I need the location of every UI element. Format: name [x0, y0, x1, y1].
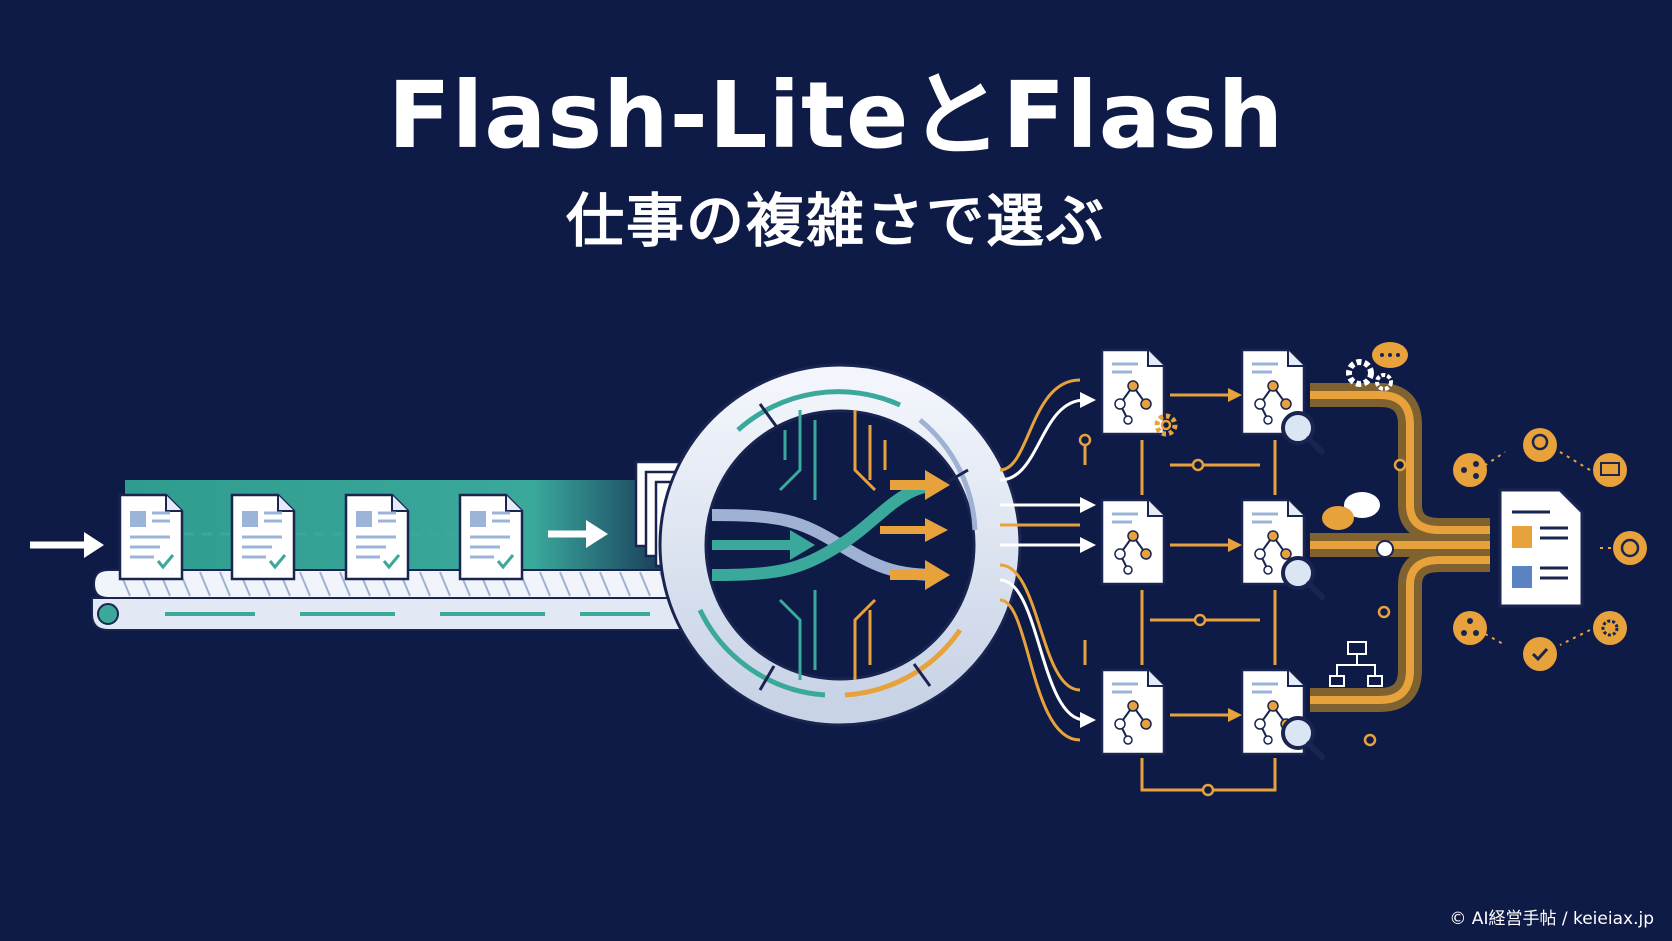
final-report-icon	[1498, 488, 1584, 608]
brain-icon	[1613, 531, 1647, 565]
gear-icon	[1346, 359, 1393, 391]
magnifier-icon	[1283, 558, 1322, 597]
page-subtitle: 仕事の複雑さで選ぶ	[565, 187, 1106, 255]
arrow-right-icon	[30, 532, 104, 558]
copyright-credit: © AI経営手帖 / keieiax.jp	[1449, 909, 1654, 929]
arrow-right-icon	[548, 520, 608, 548]
head-icon	[1523, 428, 1557, 462]
hierarchy-icon	[1329, 641, 1383, 687]
document-tree-icon	[1102, 500, 1164, 584]
document-check-icon	[460, 495, 522, 579]
document-check-icon	[120, 495, 182, 579]
chat-icon	[1593, 453, 1627, 487]
share-icon	[1453, 453, 1487, 487]
document-tree-icon	[1102, 350, 1164, 434]
chat-icon	[1322, 342, 1408, 530]
magnifier-icon	[1283, 413, 1322, 452]
router-ring-icon	[658, 363, 1022, 727]
document-tree-icon	[1102, 670, 1164, 754]
document-check-icon	[232, 495, 294, 579]
check-badge-icon	[1523, 637, 1557, 671]
document-check-icon	[346, 495, 408, 579]
hierarchy-icon	[1453, 611, 1487, 645]
gear-icon	[1593, 611, 1627, 645]
page-title: Flash-LiteとFlash	[387, 62, 1285, 169]
